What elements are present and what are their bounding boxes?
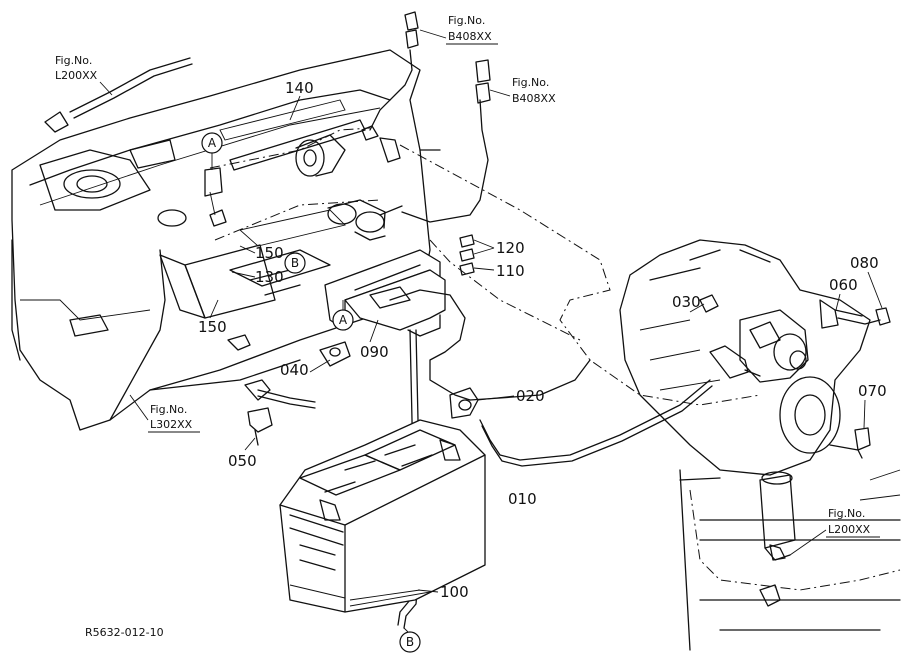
part-label-120: 120 xyxy=(496,239,525,257)
battery xyxy=(279,419,486,613)
fig-ref-l302-code: L302XX xyxy=(150,418,193,431)
fig-ref-b408-b-code: B408XX xyxy=(512,92,556,105)
drawing-code: R5632-012-10 xyxy=(85,626,164,639)
fig-ref-l200-bottom-code: L200XX xyxy=(828,523,871,536)
part-label-080: 080 xyxy=(850,254,879,272)
part-label-150-lower: 150 xyxy=(198,318,227,336)
marker-a-bottom-label: A xyxy=(339,313,348,327)
engine-starter xyxy=(619,239,901,651)
marker-a-bottom: A xyxy=(332,300,354,331)
part-labels: 140 150 130 150 120 110 090 040 020 050 … xyxy=(198,79,887,601)
marker-a-top: A xyxy=(201,132,223,170)
part-label-040: 040 xyxy=(280,361,309,379)
part-label-060: 060 xyxy=(829,276,858,294)
part-label-110: 110 xyxy=(496,262,525,280)
fig-ref-l200-top-code: L200XX xyxy=(55,69,98,82)
frame-structure xyxy=(11,49,441,431)
marker-a-top-label: A xyxy=(208,136,217,150)
fig-ref-l200-top-prefix: Fig.No. xyxy=(55,54,92,67)
fig-ref-b408-a-prefix: Fig.No. xyxy=(448,14,485,27)
fig-ref-l302-prefix: Fig.No. xyxy=(150,403,187,416)
part-label-100: 100 xyxy=(440,583,469,601)
small-parts xyxy=(247,234,479,446)
part-label-150-upper: 150 xyxy=(255,244,284,262)
fig-ref-l302: Fig.No. L302XX xyxy=(129,394,200,433)
marker-b-bottom: B xyxy=(399,627,421,653)
part-label-140: 140 xyxy=(285,79,314,97)
marker-b-top: B xyxy=(284,252,306,274)
fig-ref-b408-b: Fig.No. B408XX xyxy=(475,59,556,105)
part-label-050: 050 xyxy=(228,452,257,470)
switch-assembly xyxy=(204,125,403,241)
fig-ref-b408-b-prefix: Fig.No. xyxy=(512,76,549,89)
fig-ref-l200-top: Fig.No. L200XX xyxy=(55,54,113,96)
part-label-070: 070 xyxy=(858,382,887,400)
fig-ref-l200-bottom: Fig.No. L200XX xyxy=(789,507,880,556)
part-label-010: 010 xyxy=(508,490,537,508)
part-label-130: 130 xyxy=(255,268,284,286)
part-label-030: 030 xyxy=(672,293,701,311)
marker-b-top-label: B xyxy=(291,256,299,270)
fig-ref-b408-a-code: B408XX xyxy=(448,30,492,43)
marker-b-bottom-label: B xyxy=(406,635,414,649)
fig-ref-l200-bottom-prefix: Fig.No. xyxy=(828,507,865,520)
part-label-020: 020 xyxy=(516,387,545,405)
part-label-090: 090 xyxy=(360,343,389,361)
fig-ref-b408-a: Fig.No. B408XX xyxy=(404,11,498,49)
battery-bracket xyxy=(324,249,446,337)
